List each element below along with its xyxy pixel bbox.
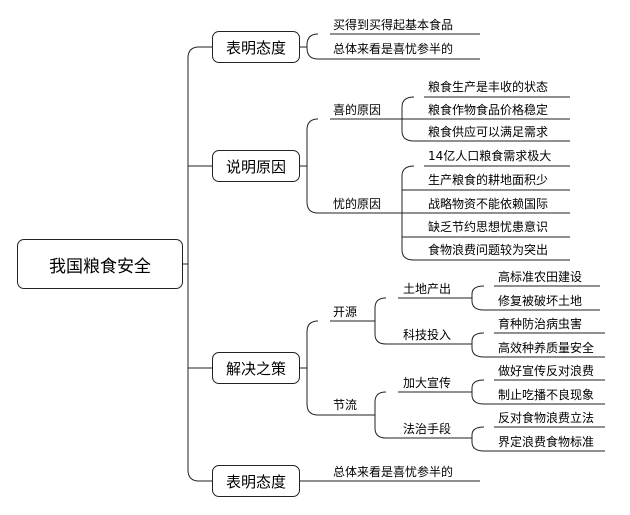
tech-input-item: 高效种养质量安全 — [498, 341, 595, 355]
worry-reason-item: 食物浪费问题较为突出 — [428, 243, 549, 257]
land-output-item: 高标准农田建设 — [498, 270, 583, 284]
tech-input-item: 育种防治病虫害 — [498, 317, 583, 331]
worry-reason-item: 生产粮食的耕地面积少 — [428, 173, 549, 187]
node-reasons: 说明原因 — [212, 150, 300, 182]
rule-of-law-item: 反对食物浪费立法 — [498, 411, 595, 425]
attitude-item: 总体来看是喜忧参半的 — [333, 42, 454, 56]
joy-reason-item: 粮食供应可以满足需求 — [428, 125, 549, 139]
publicity-item: 制止吃播不良现象 — [498, 388, 595, 402]
publicity-item: 做好宣传反对浪费 — [498, 364, 595, 378]
rule-of-law-item: 界定浪费食物标准 — [498, 435, 595, 449]
publicity-label: 加大宣传 — [403, 376, 452, 390]
node-solutions: 解决之策 — [212, 352, 300, 384]
worry-reason-item: 战略物资不能依赖国际 — [428, 197, 549, 211]
node-attitude-top: 表明态度 — [212, 31, 300, 63]
open-source-label: 开源 — [333, 305, 358, 319]
rule-of-law-label: 法治手段 — [403, 422, 452, 436]
tech-input-label: 科技投入 — [403, 328, 452, 342]
land-output-label: 土地产出 — [403, 282, 452, 296]
worry-reason-item: 14亿人口粮食需求极大 — [428, 149, 552, 163]
root-node: 我国粮食安全 — [17, 239, 183, 289]
reduce-flow-label: 节流 — [333, 398, 358, 412]
attitude-item: 买得到买得起基本食品 — [333, 18, 454, 32]
node-attitude-bottom: 表明态度 — [212, 465, 300, 497]
joy-reason-item: 粮食生产是丰收的状态 — [428, 80, 549, 94]
worry-reason-item: 缺乏节约思想忧患意识 — [428, 220, 549, 234]
attitude-item: 总体来看是喜忧参半的 — [333, 465, 454, 479]
joy-reason-item: 粮食作物食品价格稳定 — [428, 103, 549, 117]
reason-joy-label: 喜的原因 — [333, 103, 382, 117]
reason-worry-label: 忧的原因 — [333, 197, 382, 211]
land-output-item: 修复被破坏土地 — [498, 294, 583, 308]
